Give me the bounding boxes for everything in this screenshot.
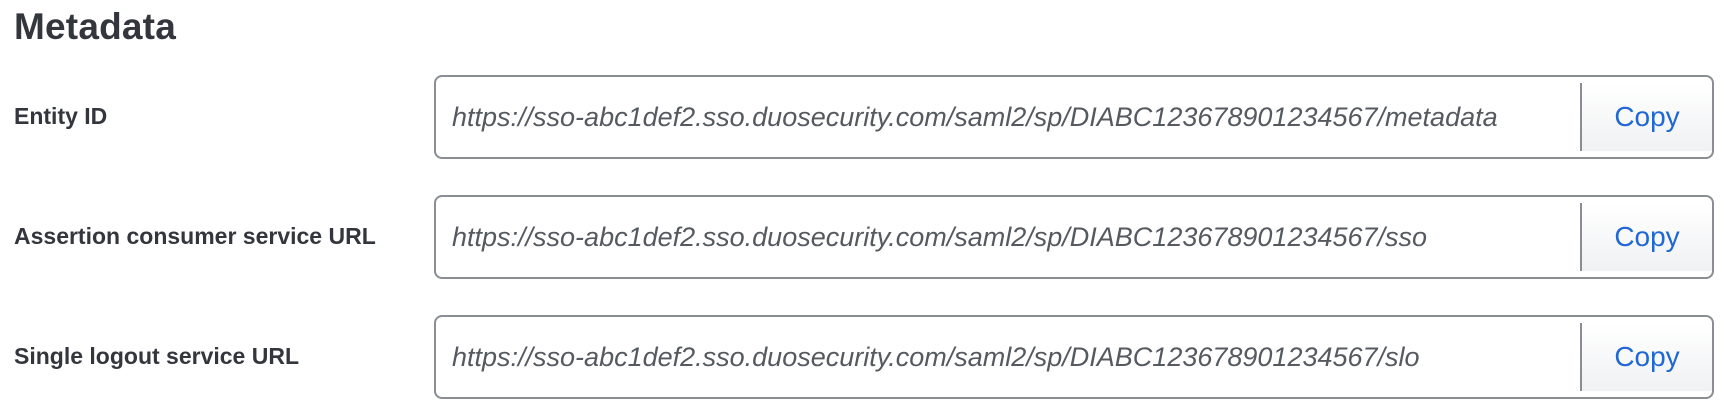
entity-id-input[interactable] bbox=[436, 77, 1578, 157]
acs-url-field-group: Copy bbox=[434, 195, 1714, 279]
slo-url-field-group: Copy bbox=[434, 315, 1714, 399]
copy-acs-url-button[interactable]: Copy bbox=[1580, 203, 1712, 271]
acs-url-label: Assertion consumer service URL bbox=[14, 223, 376, 249]
entity-id-row: Entity ID Copy bbox=[0, 75, 1726, 159]
acs-url-row: Assertion consumer service URL Copy bbox=[0, 195, 1726, 279]
copy-entity-id-button[interactable]: Copy bbox=[1580, 83, 1712, 151]
entity-id-field-group: Copy bbox=[434, 75, 1714, 159]
section-title: Metadata bbox=[14, 6, 176, 47]
slo-url-row: Single logout service URL Copy bbox=[0, 315, 1726, 399]
acs-url-input[interactable] bbox=[436, 197, 1578, 277]
entity-id-label: Entity ID bbox=[14, 103, 108, 129]
copy-slo-url-button[interactable]: Copy bbox=[1580, 323, 1712, 391]
slo-url-input[interactable] bbox=[436, 317, 1578, 397]
slo-url-label: Single logout service URL bbox=[14, 343, 299, 369]
